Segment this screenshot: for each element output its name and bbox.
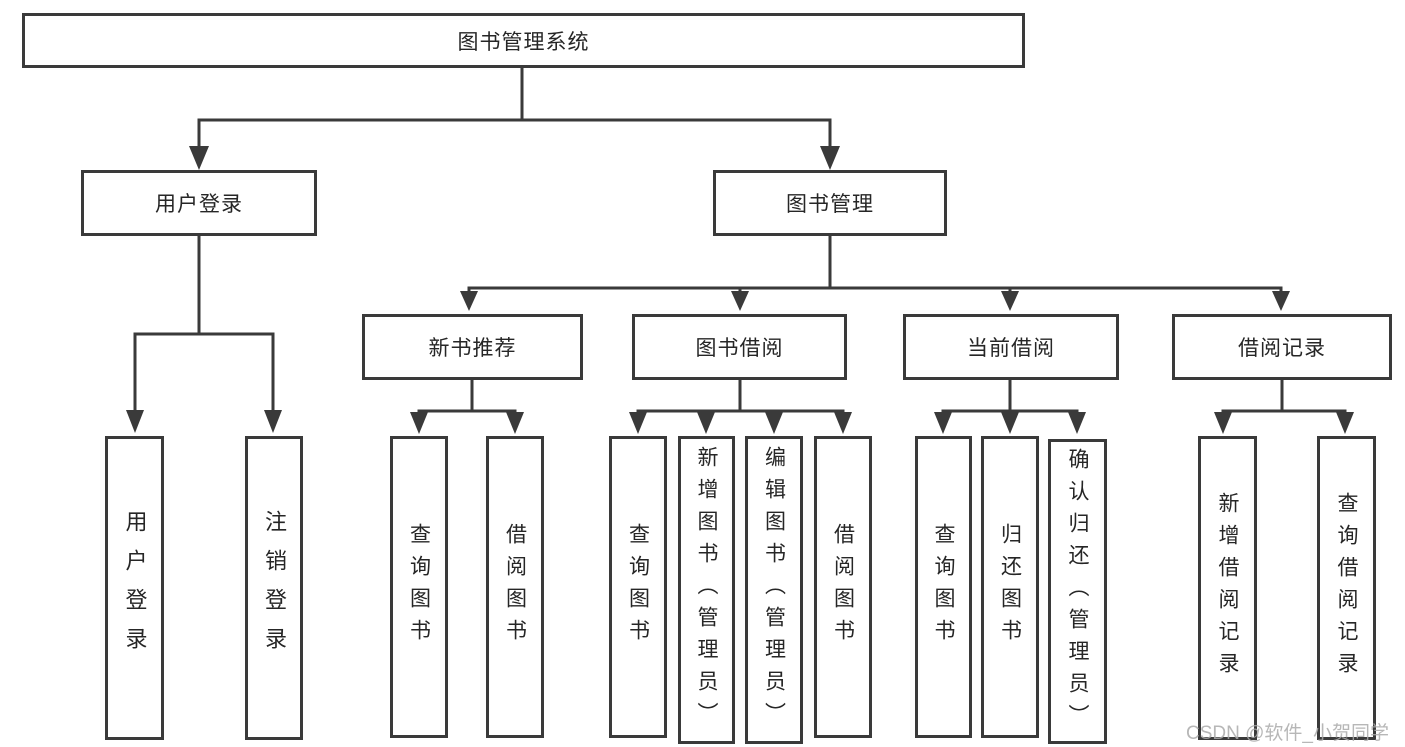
csdn-watermark: CSDN @软件_小贺同学 [1186, 723, 1389, 744]
node-book-borrow: 图书借阅 [632, 314, 847, 380]
arrowhead [410, 412, 428, 434]
arrowhead [731, 291, 749, 311]
arrowhead [1272, 291, 1290, 311]
leaf-label: 新增借阅记录 [1216, 492, 1239, 684]
leaf-logout: 注销登录 [245, 436, 303, 740]
node-label: 借阅记录 [1238, 337, 1326, 360]
leaf-label: 借阅图书 [503, 523, 527, 651]
arrowhead [1068, 412, 1086, 434]
leaf-add-borrow-record: 新增借阅记录 [1198, 436, 1257, 740]
leaf-query-borrow-record: 查询借阅记录 [1317, 436, 1376, 740]
node-user-login-group: 用户登录 [81, 170, 317, 236]
arrowhead [697, 412, 715, 434]
node-label: 图书借阅 [695, 337, 784, 360]
leaf-label: 新增图书（管理员） [695, 446, 718, 734]
arrowhead [1001, 291, 1019, 311]
arrowhead [765, 412, 783, 434]
arrowhead [126, 410, 144, 433]
arrowhead [1214, 412, 1232, 434]
arrowhead [1001, 412, 1019, 434]
leaf-confirm-return-admin: 确认归还（管理员） [1048, 439, 1107, 744]
node-borrow-records: 借阅记录 [1172, 314, 1392, 380]
node-library-management-system: 图书管理系统 [22, 13, 1025, 68]
leaf-return-books: 归还图书 [981, 436, 1039, 738]
arrowhead [629, 412, 647, 434]
leaf-borrow-books: 借阅图书 [814, 436, 872, 738]
node-book-management: 图书管理 [713, 170, 947, 236]
node-current-borrow: 当前借阅 [903, 314, 1119, 380]
leaf-edit-book-admin: 编辑图书（管理员） [745, 436, 803, 744]
leaf-query-books-borrow: 查询图书 [609, 436, 667, 738]
leaf-label: 用户登录 [122, 510, 148, 666]
arrowhead [834, 412, 852, 434]
node-label: 新书推荐 [428, 337, 517, 360]
leaf-label: 编辑图书（管理员） [762, 446, 786, 734]
arrowhead [460, 291, 478, 311]
arrowhead [934, 412, 952, 434]
arrowhead [820, 146, 840, 170]
leaf-label: 查询图书 [626, 523, 650, 651]
leaf-query-books-current: 查询图书 [915, 436, 972, 738]
leaf-label: 查询借阅记录 [1335, 492, 1358, 684]
arrowhead [506, 412, 524, 434]
leaf-label: 查询图书 [932, 523, 955, 651]
leaf-label: 借阅图书 [831, 523, 855, 651]
arrowhead [264, 410, 282, 433]
node-label: 图书管理系统 [457, 30, 590, 54]
node-label: 当前借阅 [967, 337, 1055, 360]
leaf-label: 查询图书 [407, 523, 431, 651]
leaf-label: 确认归还（管理员） [1066, 447, 1089, 736]
leaf-query-books-recommend: 查询图书 [390, 436, 448, 738]
node-label: 用户登录 [155, 193, 243, 216]
arrowhead [189, 146, 209, 170]
node-label: 图书管理 [786, 193, 874, 216]
leaf-add-book-admin: 新增图书（管理员） [678, 436, 735, 744]
arrowhead [1336, 412, 1354, 434]
leaf-user-login: 用户登录 [105, 436, 164, 740]
leaf-label: 归还图书 [998, 523, 1022, 651]
leaf-borrow-books-recommend: 借阅图书 [486, 436, 544, 738]
node-new-book-recommend: 新书推荐 [362, 314, 583, 380]
leaf-label: 注销登录 [262, 510, 287, 666]
